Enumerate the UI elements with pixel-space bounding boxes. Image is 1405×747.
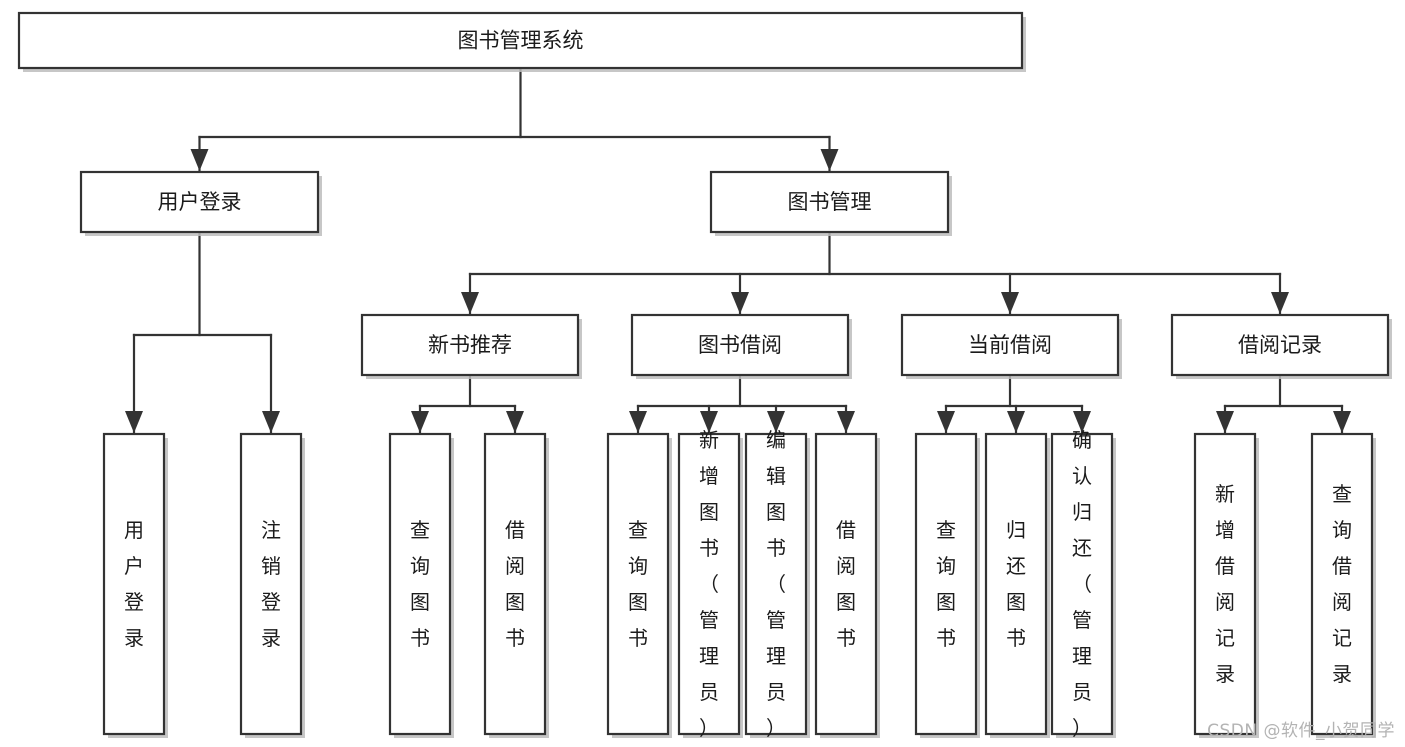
arrow-head-icon [837,411,855,433]
node-label: 用户登录 [124,518,144,650]
node-leaf-add-record[interactable]: 新增借阅记录 [1193,432,1259,738]
arrow-head-icon [731,292,749,314]
arrow-head-icon [1073,411,1091,433]
node-leaf-borrow-book-1[interactable]: 借阅图书 [483,432,549,738]
arrow-head-icon [1333,411,1351,433]
arrow-head-icon [1216,411,1234,433]
node-rect[interactable] [709,170,950,234]
node-label: 新增图书（管理员） [699,428,719,740]
node-rect[interactable] [900,313,1120,377]
node-leaf-logout-login[interactable]: 注销登录 [239,432,305,738]
node-leaf-confirm-return[interactable]: 确认归还（管理员） [1050,428,1116,740]
node-leaf-user-login[interactable]: 用户登录 [102,432,168,738]
node-label: 查询图书 [410,518,430,650]
node-label: 借阅记录 [1238,333,1322,357]
arrow-head-icon [461,292,479,314]
arrow-head-icon [629,411,647,433]
node-rect[interactable] [79,170,320,234]
node-label: 图书管理 [788,190,872,214]
node-rect[interactable] [1050,432,1114,736]
arrow-head-icon [411,411,429,433]
node-leaf-edit-book[interactable]: 编辑图书（管理员） [744,428,810,740]
arrow-head-icon [1001,292,1019,314]
node-label: 查询图书 [628,518,648,650]
node-leaf-add-book[interactable]: 新增图书（管理员） [677,428,743,740]
arrow-head-icon [1271,292,1289,314]
node-label: 当前借阅 [968,333,1052,357]
node-current-borrow[interactable]: 当前借阅 [900,313,1122,379]
node-label: 借阅图书 [505,518,525,650]
node-rect[interactable] [239,432,303,736]
node-rect[interactable] [606,432,670,736]
node-rect[interactable] [630,313,850,377]
node-label: 图书管理系统 [458,29,584,53]
node-label: 查询借阅记录 [1332,482,1352,686]
arrow-head-icon [506,411,524,433]
arrow-head-icon [767,411,785,433]
node-rect[interactable] [1310,432,1374,736]
node-rect[interactable] [914,432,978,736]
node-rect[interactable] [483,432,547,736]
node-leaf-return-book[interactable]: 归还图书 [984,432,1050,738]
node-leaf-borrow-book-2[interactable]: 借阅图书 [814,432,880,738]
connectors-layer [125,66,1351,435]
node-label: 用户登录 [158,190,242,214]
arrow-head-icon [700,411,718,433]
node-rect[interactable] [677,432,741,736]
arrow-head-icon [190,149,209,171]
arrow-head-icon [937,411,955,433]
node-leaf-query-book-3[interactable]: 查询图书 [914,432,980,738]
node-user-login[interactable]: 用户登录 [79,170,322,236]
node-rect[interactable] [1193,432,1257,736]
node-rect[interactable] [744,432,808,736]
node-new-book-recommend[interactable]: 新书推荐 [360,313,582,379]
node-label: 编辑图书（管理员） [766,428,786,740]
node-label: 借阅图书 [836,518,856,650]
node-leaf-query-book-2[interactable]: 查询图书 [606,432,672,738]
node-label: 图书借阅 [698,333,782,357]
node-rect[interactable] [1170,313,1390,377]
node-rect[interactable] [17,11,1024,70]
node-rect[interactable] [388,432,452,736]
node-label: 确认归还（管理员） [1072,428,1092,740]
node-rect[interactable] [102,432,166,736]
node-rect[interactable] [814,432,878,736]
node-leaf-query-book-1[interactable]: 查询图书 [388,432,454,738]
node-leaf-query-record[interactable]: 查询借阅记录 [1310,432,1376,738]
arrow-head-icon [1007,411,1025,433]
node-borrow-record[interactable]: 借阅记录 [1170,313,1392,379]
node-label: 新书推荐 [428,333,512,357]
node-root-title[interactable]: 图书管理系统 [17,11,1026,72]
arrow-head-icon [820,149,839,171]
node-label: 查询图书 [936,518,956,650]
nodes-layer: 图书管理系统用户登录图书管理新书推荐图书借阅当前借阅借阅记录用户登录注销登录查询… [17,11,1392,740]
node-label: 归还图书 [1006,518,1026,650]
arrow-head-icon [262,411,280,433]
node-label: 注销登录 [261,518,281,650]
node-label: 新增借阅记录 [1215,482,1235,686]
node-rect[interactable] [984,432,1048,736]
node-book-borrow[interactable]: 图书借阅 [630,313,852,379]
arrow-head-icon [125,411,143,433]
node-rect[interactable] [360,313,580,377]
node-book-manage[interactable]: 图书管理 [709,170,952,236]
